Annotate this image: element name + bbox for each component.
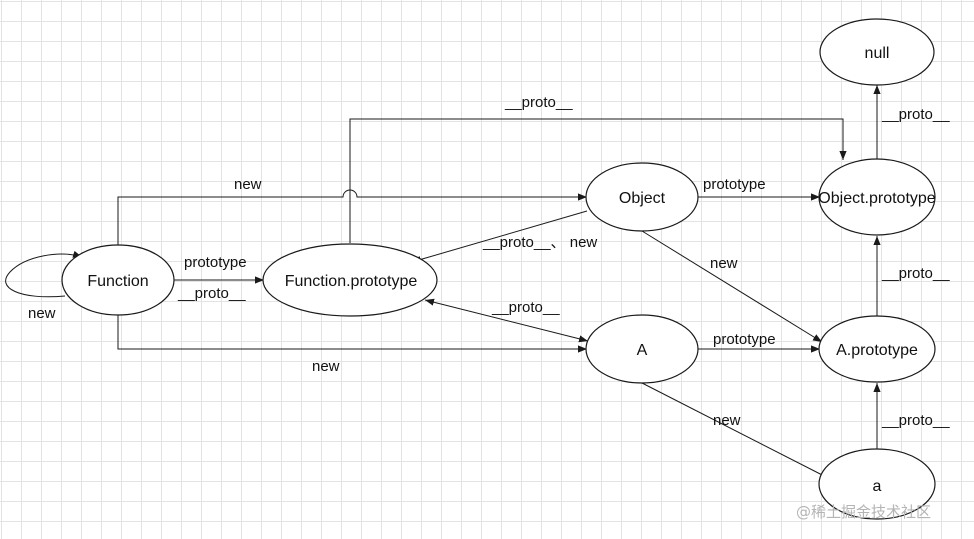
edge-label-function-new-object: new [234,176,262,193]
edge-label-function-proto: __proto__ [177,285,246,302]
node-object-prototype [818,158,936,236]
edge-label-object-proto-new: __proto__、 new [482,234,597,251]
edge-label-a-proto: __proto__ [491,299,560,316]
edge-function-prototype-proto-object-prototype [349,118,847,243]
edge-label-a-prototype: prototype [713,331,776,348]
edge-object-new-a-prototype [641,230,823,343]
edge-label-function-new-a: new [312,358,340,375]
edge-a-proto-function-prototype [424,298,589,343]
edge-function-new-object [117,189,587,245]
node-a-instance [818,448,936,520]
node-object [585,162,699,232]
edge-object-proto-function-prototype [411,210,588,263]
edge-label-object-prototype-proto: __proto__ [881,106,950,123]
node-label-a-prototype: A.prototype [836,342,918,359]
node-null [819,18,935,86]
node-function [61,244,175,316]
node-label-a-ctor: A [637,342,648,359]
edge-label-a-prototype-proto: __proto__ [881,265,950,282]
node-label-object-prototype: Object.prototype [818,190,936,207]
edge-a-new-a-instance [641,382,833,481]
node-label-null: null [865,45,890,62]
edge-label-a-new: new [713,412,741,429]
edge-label-a-instance-proto: __proto__ [881,412,950,429]
node-a-prototype [818,315,936,383]
edge-label-function-prototype-proto: __proto__ [504,94,573,111]
node-function-prototype [262,243,438,317]
edge-label-function-prototype: prototype [184,254,247,271]
edge-label-object-prototype: prototype [703,176,766,193]
node-label-object: Object [619,190,666,207]
node-label-function: Function [87,273,148,290]
edge-label-function-self-new: new [28,305,56,322]
edge-label-object-new: new [710,255,738,272]
node-label-a-instance: a [873,478,882,495]
watermark-text: @稀土掘金技术社区 [796,503,931,521]
node-a-ctor [585,314,699,384]
node-label-function-prototype: Function.prototype [285,273,418,290]
edge-function-self-new [5,250,83,298]
edge-function-new-a [117,315,587,353]
